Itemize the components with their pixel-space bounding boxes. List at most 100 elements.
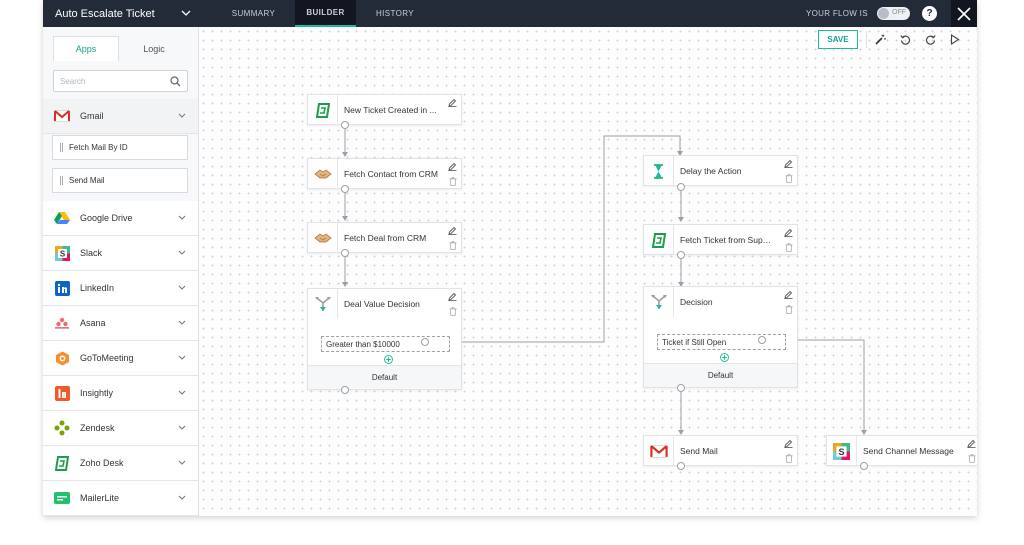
sidebar-item-zendesk[interactable]: Zendesk	[43, 411, 198, 446]
sidebar-item-asana[interactable]: Asana	[43, 306, 198, 341]
edit-icon[interactable]	[448, 162, 457, 171]
help-button[interactable]: ?	[922, 6, 937, 21]
trash-icon[interactable]	[785, 243, 793, 252]
node-header: Decision	[644, 287, 797, 317]
sidebar-item-linkedin[interactable]: LinkedIn	[43, 271, 198, 306]
search-input[interactable]	[54, 71, 164, 92]
trash-icon[interactable]	[785, 174, 793, 183]
edit-icon[interactable]	[784, 228, 793, 237]
zoho-desk-icon	[54, 455, 70, 471]
output-port[interactable]	[677, 251, 685, 259]
edit-icon[interactable]	[784, 439, 793, 448]
output-port[interactable]	[677, 462, 685, 470]
edit-icon[interactable]	[448, 226, 457, 235]
edit-icon[interactable]	[784, 159, 793, 168]
add-condition-icon[interactable]	[720, 353, 729, 362]
condition-branch[interactable]: Ticket if Still Open	[657, 334, 786, 350]
condition-output-port[interactable]	[758, 336, 766, 344]
trash-icon[interactable]	[968, 454, 976, 463]
flow-title: Auto Escalate Ticket	[55, 7, 155, 20]
sidebar-item-google-drive[interactable]: Google Drive	[43, 201, 198, 236]
toggle-knob	[878, 8, 889, 19]
edit-icon[interactable]	[448, 292, 457, 301]
flow-node-fetch-contact[interactable]: Fetch Contact from CRM	[307, 158, 462, 189]
save-button[interactable]: SAVE	[818, 30, 858, 49]
node-title: Send Channel Message	[863, 446, 954, 456]
sidebar-item-label: MailerLite	[80, 493, 120, 503]
flow-node-send-mail[interactable]: Send Mail	[643, 435, 798, 466]
action-fetch-mail-by-id[interactable]: Fetch Mail By ID	[52, 135, 188, 160]
search-icon[interactable]	[170, 76, 181, 87]
chevron-down-icon	[178, 250, 186, 255]
sidebar-item-label: Asana	[80, 318, 106, 328]
add-condition-icon[interactable]	[384, 355, 393, 364]
undo-button[interactable]	[893, 30, 917, 49]
flow-node-decision[interactable]: Decision Ticket if Still Open Default	[643, 286, 798, 388]
node-header: Deal Value Decision	[308, 289, 461, 319]
flow-node-fetch-ticket[interactable]: Fetch Ticket from Supp...	[643, 224, 798, 255]
output-port[interactable]	[341, 249, 349, 257]
flow-node-deal-value-decision[interactable]: Deal Value Decision Greater than $10000 …	[307, 288, 462, 390]
flow-node-fetch-deal[interactable]: Fetch Deal from CRM	[307, 222, 462, 253]
flow-canvas[interactable]: SAVE	[199, 27, 977, 516]
chevron-down-icon	[178, 495, 186, 500]
drag-handle-icon[interactable]	[60, 143, 63, 152]
svg-text:S: S	[838, 446, 844, 456]
slack-icon: S	[827, 436, 857, 466]
condition-output-port[interactable]	[421, 338, 429, 346]
sidebar-item-gmail[interactable]: Gmail	[43, 99, 198, 134]
flow-status-toggle[interactable]: OFF	[877, 7, 910, 20]
edit-icon[interactable]	[448, 98, 457, 107]
node-header: Fetch Contact from CRM	[308, 159, 461, 189]
sidebar-item-insightly[interactable]: Insightly	[43, 376, 198, 411]
redo-button[interactable]	[918, 30, 942, 49]
action-send-mail[interactable]: Send Mail	[52, 168, 188, 193]
top-bar: Auto Escalate Ticket SUMMARY BUILDER HIS…	[43, 0, 977, 27]
trash-icon[interactable]	[449, 177, 457, 186]
chevron-down-icon	[178, 215, 186, 220]
output-port[interactable]	[341, 121, 349, 129]
trash-icon[interactable]	[449, 241, 457, 250]
edit-icon[interactable]	[967, 439, 976, 448]
default-branch[interactable]: Default	[308, 365, 461, 389]
flow-title-dropdown[interactable]: Auto Escalate Ticket	[43, 0, 199, 27]
trash-icon[interactable]	[785, 454, 793, 463]
node-title: New Ticket Created in ...	[344, 105, 437, 115]
trash-icon[interactable]	[449, 307, 457, 316]
close-icon	[957, 6, 971, 21]
chevron-down-icon	[178, 425, 186, 430]
crm-icon	[308, 223, 338, 253]
trash-icon[interactable]	[785, 305, 793, 314]
gmail-icon	[54, 108, 70, 124]
tab-apps[interactable]: Apps	[53, 36, 119, 61]
flow-node-send-channel-message[interactable]: S Send Channel Message	[826, 435, 977, 466]
flow-status-label: YOUR FLOW IS	[806, 9, 868, 18]
output-port[interactable]	[341, 185, 349, 193]
sidebar-item-label: Insightly	[80, 388, 114, 398]
close-button[interactable]	[951, 0, 977, 27]
sidebar-item-gotomeeting[interactable]: GoToMeeting	[43, 341, 198, 376]
output-port[interactable]	[677, 384, 685, 392]
tab-summary[interactable]: SUMMARY	[231, 9, 276, 18]
edit-icon[interactable]	[784, 290, 793, 299]
run-button[interactable]	[943, 30, 967, 49]
tab-logic[interactable]: Logic	[143, 43, 165, 54]
node-header: Delay the Action	[644, 156, 797, 186]
flow-node-delay[interactable]: Delay the Action	[643, 155, 798, 186]
toggle-label: OFF	[892, 9, 906, 16]
magic-wand-button[interactable]	[868, 30, 892, 49]
default-branch[interactable]: Default	[644, 363, 797, 387]
action-label: Send Mail	[69, 176, 105, 185]
output-port[interactable]	[860, 462, 868, 470]
sidebar-item-zoho-desk[interactable]: Zoho Desk	[43, 446, 198, 481]
output-port[interactable]	[341, 386, 349, 394]
output-port[interactable]	[677, 183, 685, 191]
drag-handle-icon[interactable]	[60, 176, 63, 185]
condition-branch[interactable]: Greater than $10000	[321, 336, 450, 352]
sidebar-item-slack[interactable]: S Slack	[43, 236, 198, 271]
sidebar-item-mailerlite[interactable]: MailerLite	[43, 481, 198, 516]
tab-builder[interactable]: BUILDER	[295, 0, 356, 27]
tab-history[interactable]: HISTORY	[375, 9, 415, 18]
undo-icon	[899, 35, 910, 45]
flow-node-new-ticket[interactable]: New Ticket Created in ...	[307, 94, 462, 125]
